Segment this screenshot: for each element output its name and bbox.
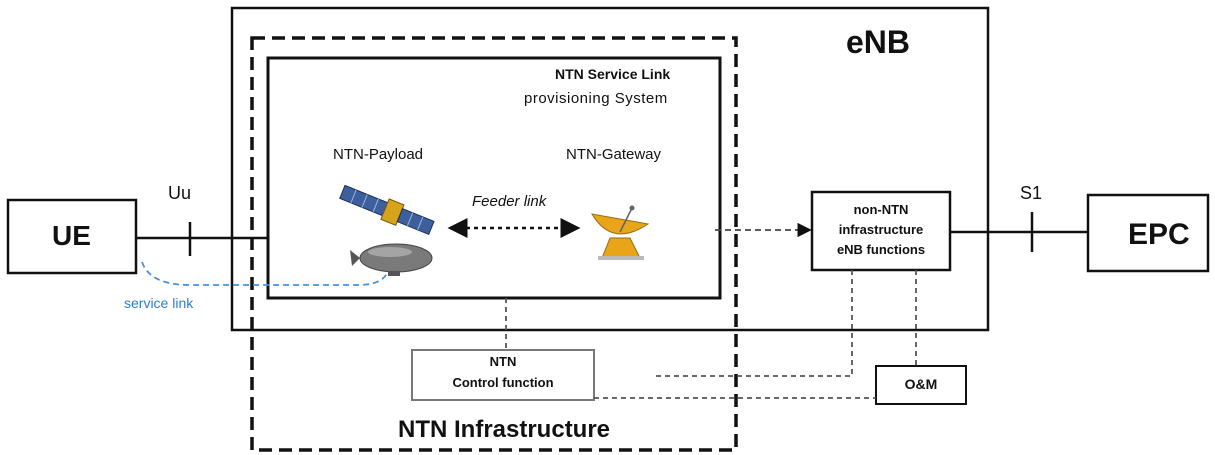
non-ntn-label-1: non-NTN bbox=[853, 202, 909, 217]
ntn-infrastructure-box bbox=[250, 36, 738, 452]
epc-box bbox=[1086, 193, 1210, 273]
ue-label: UE bbox=[52, 220, 91, 251]
service-link-path bbox=[141, 261, 389, 286]
ntn-control-box bbox=[411, 349, 595, 401]
satellite-dish-icon bbox=[591, 205, 650, 260]
s1-label: S1 bbox=[1020, 183, 1043, 203]
airship-icon bbox=[350, 243, 433, 276]
enb-label: eNB bbox=[846, 24, 911, 60]
ntn-payload-label: NTN-Payload bbox=[333, 146, 424, 163]
om-box bbox=[875, 365, 967, 405]
satellite-icon bbox=[339, 184, 435, 236]
ntn-service-link-label-1: NTN Service Link bbox=[555, 66, 671, 82]
enb-box bbox=[230, 6, 990, 332]
ue-box bbox=[6, 198, 138, 275]
uu-label: Uu bbox=[168, 183, 192, 203]
ntn-control-label-2: Control function bbox=[452, 375, 554, 390]
feeder-link-label: Feeder link bbox=[472, 193, 547, 210]
service-link-label: service link bbox=[124, 295, 194, 311]
non-ntn-label-3: eNB functions bbox=[836, 242, 926, 257]
epc-label: EPC bbox=[1128, 218, 1190, 251]
non-ntn-box bbox=[810, 190, 952, 272]
ntn-infrastructure-label: NTN Infrastructure bbox=[398, 416, 611, 443]
ntn-service-link-label-2: provisioning System bbox=[524, 90, 668, 107]
ntn-control-label-1: NTN bbox=[489, 354, 517, 369]
ntn-gateway-label: NTN-Gateway bbox=[566, 146, 662, 163]
ntn-service-link-box bbox=[266, 56, 722, 300]
om-label: O&M bbox=[904, 376, 938, 392]
non-ntn-label-2: infrastructure bbox=[838, 222, 924, 237]
